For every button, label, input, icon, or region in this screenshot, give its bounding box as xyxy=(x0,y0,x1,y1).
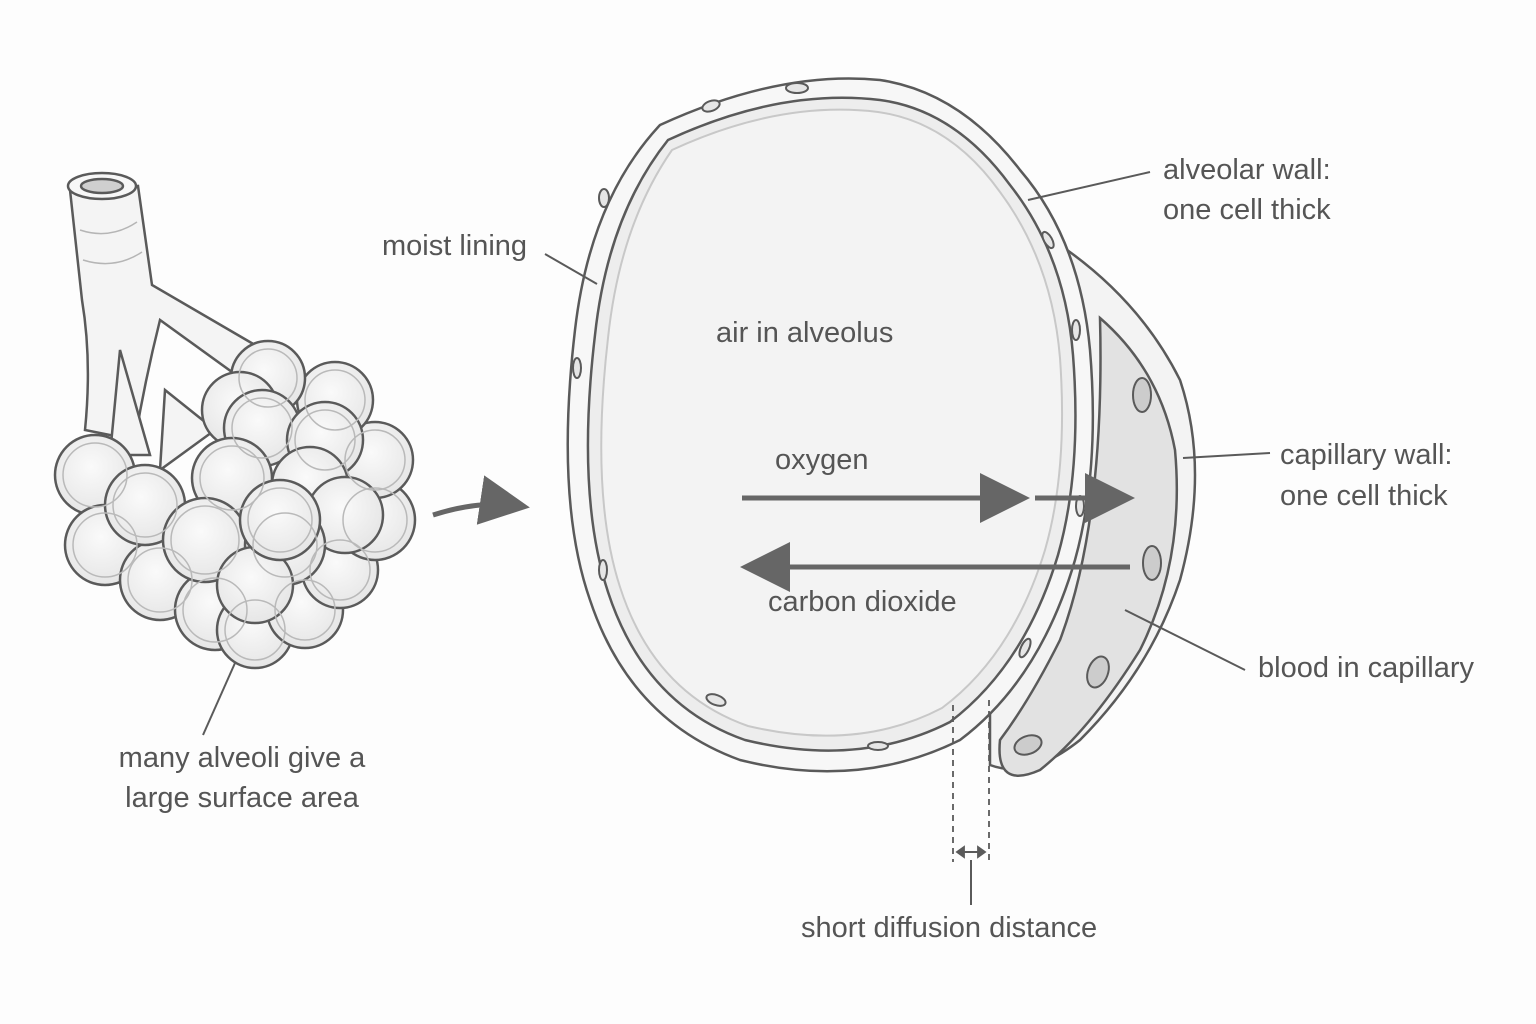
blood-in-capillary-label: blood in capillary xyxy=(1258,652,1475,684)
alveolar-wall-label-line1: alveolar wall: xyxy=(1163,154,1331,186)
zoom-arrow xyxy=(432,475,530,525)
moist-lining-label: moist lining xyxy=(382,230,528,262)
many-alveoli-label-line2: large surface area xyxy=(125,782,359,814)
capillary-wall-leader xyxy=(1182,452,1271,459)
capillary-wall-label-line1: capillary wall: xyxy=(1280,439,1453,471)
air-in-alveolus-label: air in alveolus xyxy=(716,317,894,349)
alveoli-leader-line xyxy=(202,662,236,736)
capillary-wall-label-line2: one cell thick xyxy=(1280,480,1448,512)
moist-lining-leader xyxy=(544,253,598,285)
alveoli-cluster xyxy=(53,339,417,670)
oxygen-label: oxygen xyxy=(775,444,869,476)
diffusion-distance-marker xyxy=(952,700,990,905)
alveolar-wall-cells xyxy=(572,82,1085,751)
alveolus-moist-layer xyxy=(600,108,1064,737)
many-alveoli-label-line1: many alveoli give a xyxy=(118,742,366,774)
alveolar-wall-leader xyxy=(1027,171,1151,201)
capillary-cells xyxy=(1013,377,1162,756)
short-diffusion-distance-label: short diffusion distance xyxy=(801,912,1098,944)
bronchiole-tube xyxy=(66,171,257,473)
alveolar-wall-label-line2: one cell thick xyxy=(1163,194,1331,226)
capillary-blood xyxy=(998,315,1179,777)
carbon-dioxide-label: carbon dioxide xyxy=(768,586,957,618)
blood-leader xyxy=(1124,609,1246,671)
alveoli-inner-rings xyxy=(62,348,408,661)
